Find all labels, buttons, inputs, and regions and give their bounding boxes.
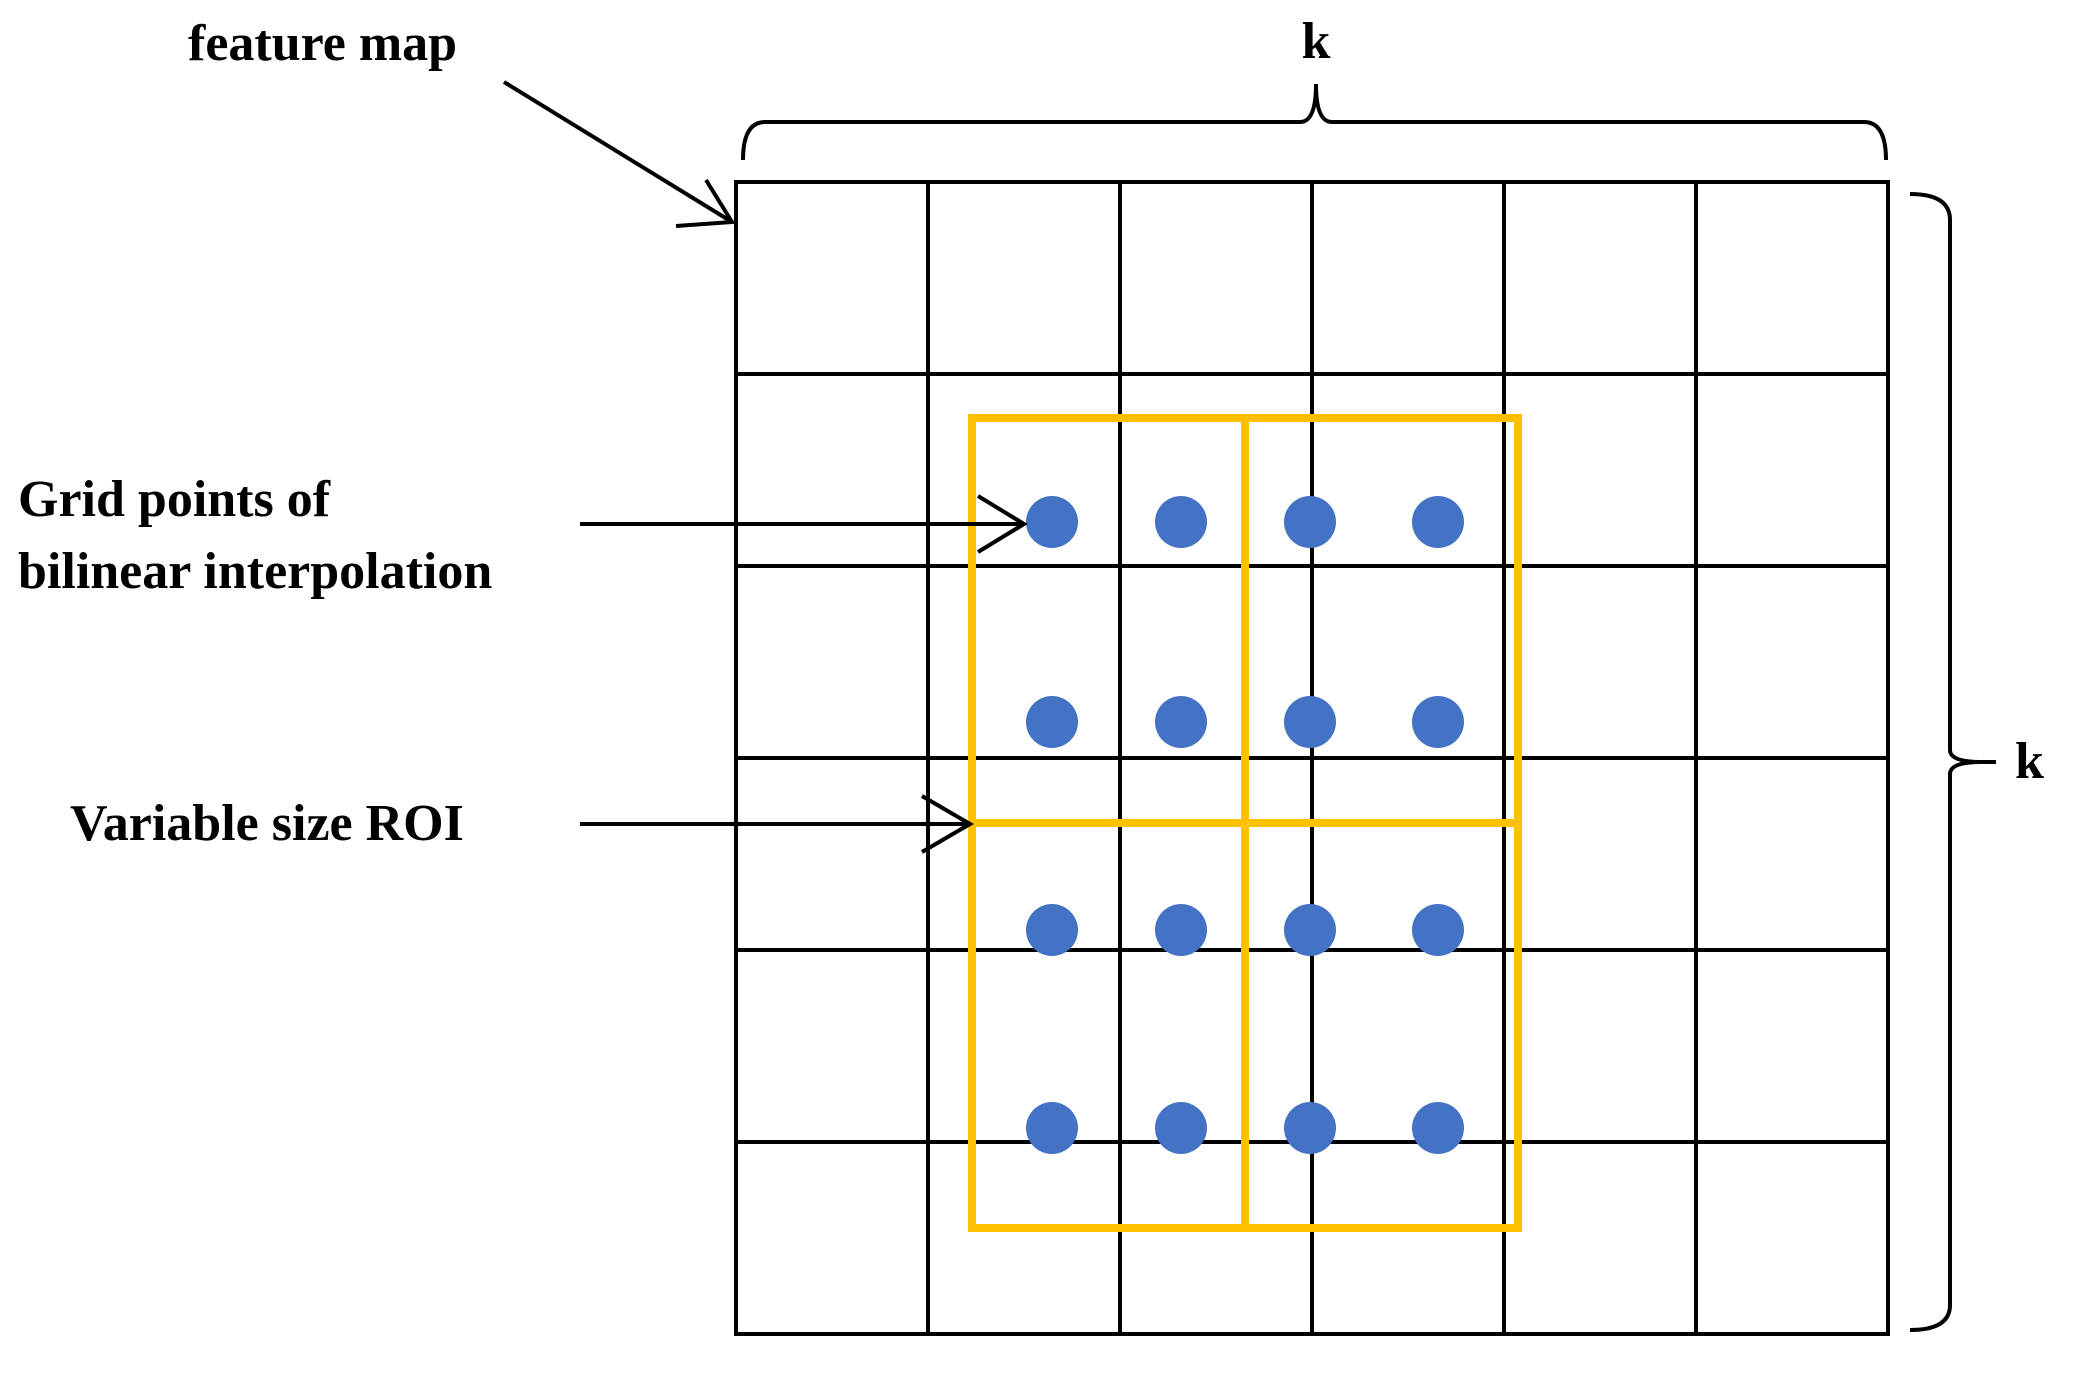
sample-point [1155, 1102, 1207, 1154]
sample-point [1412, 904, 1464, 956]
sample-point [1412, 696, 1464, 748]
sample-point [1412, 496, 1464, 548]
sample-point [1026, 904, 1078, 956]
k-right-label: k [2015, 733, 2044, 790]
grid-points-label-line2: bilinear interpolation [18, 543, 492, 600]
sample-point [1155, 496, 1207, 548]
sample-points [1026, 496, 1464, 1154]
sample-point [1026, 696, 1078, 748]
sample-point [1284, 696, 1336, 748]
sample-point [1284, 904, 1336, 956]
sample-point [1026, 496, 1078, 548]
grid-points-arrow [580, 494, 1028, 554]
top-brace [741, 83, 1888, 161]
feature-map-label: feature map [188, 15, 457, 72]
roi-arrow [580, 794, 974, 854]
feature-map-arrow [502, 80, 736, 228]
feature-map-grid [734, 180, 1890, 1336]
right-brace [1909, 192, 1983, 1332]
sample-point [1155, 696, 1207, 748]
sample-point [1284, 1102, 1336, 1154]
roi-label: Variable size ROI [70, 795, 464, 852]
sample-point [1284, 496, 1336, 548]
sample-point [1155, 904, 1207, 956]
k-top-label: k [1302, 13, 1331, 70]
sample-point [1412, 1102, 1464, 1154]
sample-point [1026, 1102, 1078, 1154]
grid-points-label-line1: Grid points of [18, 471, 331, 528]
